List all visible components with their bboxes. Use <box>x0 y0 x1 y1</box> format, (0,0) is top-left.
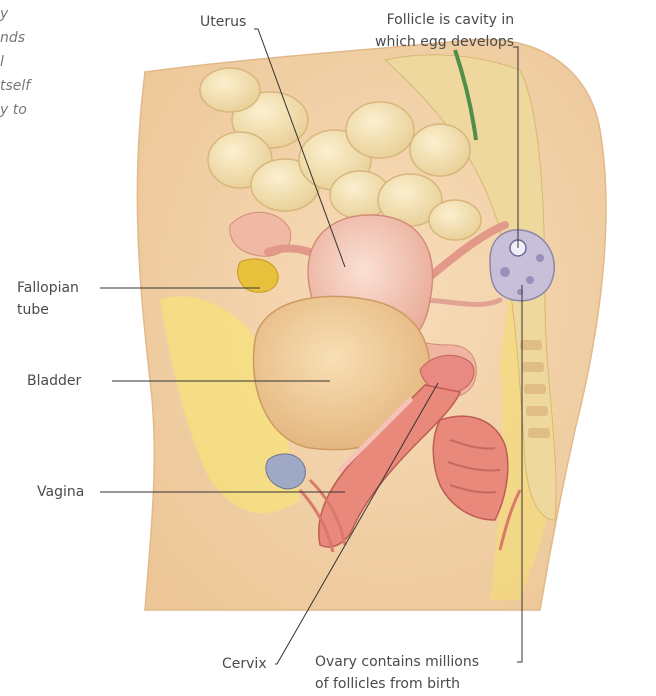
vagina-label: Vagina <box>37 481 84 503</box>
ovary-label-line: of follicles from birth <box>315 673 479 695</box>
uterus-label: Uterus <box>200 11 246 33</box>
ovary-label: Ovary contains millions of follicles fro… <box>315 651 479 695</box>
fallopian-label-line: tube <box>17 299 79 321</box>
bladder-label: Bladder <box>27 370 81 392</box>
fallopian-label-line: Fallopian <box>17 277 79 299</box>
ovary-label-line: Ovary contains millions <box>315 651 479 673</box>
follicle-label-line: which egg develops <box>375 31 514 53</box>
follicle-label-line: Follicle is cavity in <box>375 9 514 31</box>
fallopian-label: Fallopian tube <box>17 277 79 321</box>
follicle-label: Follicle is cavity in which egg develops <box>375 9 514 53</box>
cervix-label: Cervix <box>222 653 267 675</box>
